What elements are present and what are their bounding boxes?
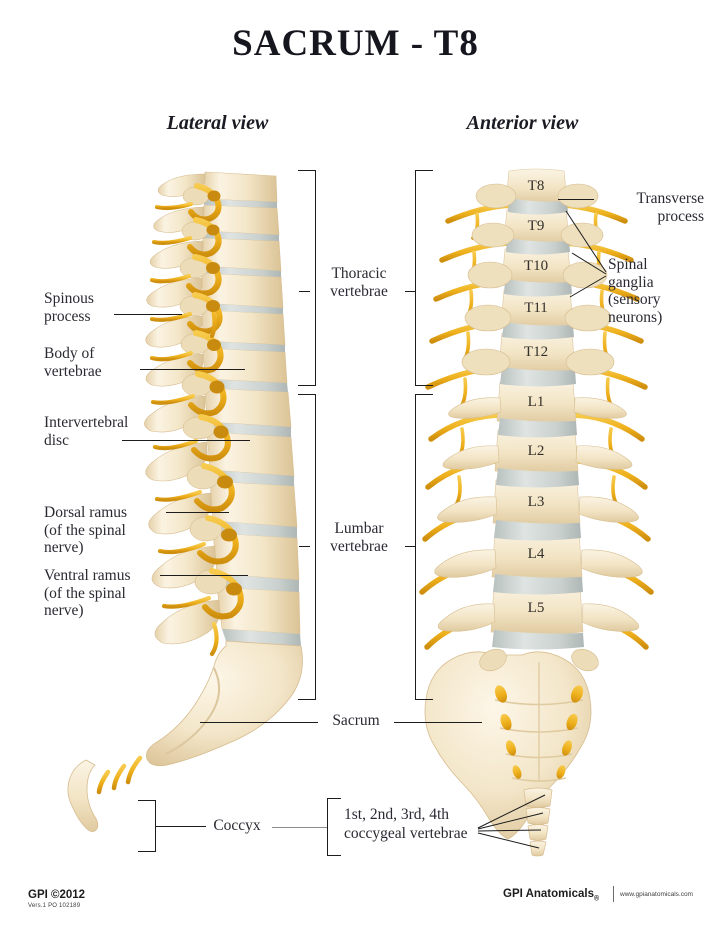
lateral-spinal-nerves: [186, 183, 244, 620]
leader-sacrum-left: [200, 722, 318, 723]
vertebra-label-T10: T10: [523, 258, 549, 274]
label-coccyx: Coccyx: [213, 817, 261, 834]
label-sacrum: Sacrum: [332, 712, 380, 729]
label-body-of-vertebrae: Body of vertebrae: [44, 345, 102, 380]
anterior-discs: [492, 198, 584, 650]
vertebra-label-L4: L4: [527, 546, 545, 562]
leader-body-of-vertebrae: [140, 369, 245, 370]
label-intervertebral-disc: Intervertebral disc: [44, 414, 129, 449]
leader-transverse-process: [558, 199, 594, 200]
label-thoracic-vertebrae: Thoracic vertebrae: [330, 265, 388, 300]
footer-url[interactable]: www.gpianatomicals.com: [620, 891, 693, 898]
vertebra-label-T9: T9: [527, 218, 545, 234]
label-dorsal-ramus: Dorsal ramus (of the spinal nerve): [44, 504, 128, 556]
leader-dorsal-ramus: [166, 512, 229, 513]
label-coccygeal-vertebrae: 1st, 2nd, 3rd, 4th coccygeal vertebrae: [344, 806, 468, 842]
leader-sacrum-right: [394, 722, 482, 723]
bracket-lumbar-anterior: [415, 394, 433, 700]
view-label-anterior: Anterior view: [466, 112, 579, 134]
leader-spinous-process: [114, 314, 182, 315]
anterior-lumbar-bodies: [490, 379, 584, 635]
vertebra-label-T11: T11: [524, 300, 548, 316]
vertebra-label-L2: L2: [527, 443, 545, 459]
label-lumbar-vertebrae: Lumbar vertebrae: [330, 520, 388, 555]
vertebra-label-L3: L3: [527, 494, 545, 510]
leader-thoracic-anterior: [405, 291, 416, 292]
vertebra-label-L5: L5: [527, 600, 545, 616]
page-title: SACRUM - T8: [232, 23, 479, 64]
label-transverse-process: Transverse process: [636, 190, 704, 225]
vertebra-label-T12: T12: [523, 344, 549, 360]
bracket-thoracic-anterior: [415, 170, 433, 386]
registered-trademark-icon: ®: [593, 895, 600, 903]
label-spinous-process: Spinous process: [44, 290, 94, 325]
bracket-lumbar-lateral: [298, 394, 316, 700]
leader-intervertebral-disc: [122, 440, 250, 441]
anterior-sacral-ala: [479, 648, 599, 672]
footer-copyright: GPI ©2012: [28, 889, 86, 901]
anterior-spine-art: [419, 168, 654, 857]
leader-coccyx-bracket: [156, 826, 206, 827]
lateral-sacrum-shading: [165, 667, 221, 755]
label-ventral-ramus: Ventral ramus (of the spinal nerve): [44, 567, 131, 619]
bracket-thoracic-lateral: [298, 170, 316, 386]
footer-divider: [613, 886, 614, 902]
footer-brand: GPI Anatomicals®: [503, 888, 599, 902]
leader-coccyx-to-detail: [272, 827, 327, 828]
footer-version: Vers.1 PO 102189: [28, 903, 81, 909]
leader-lumbar-anterior: [405, 546, 416, 547]
lateral-nerve-branches: [149, 201, 219, 657]
anterior-thoracic-bodies: [498, 168, 576, 373]
footer-brand-text: GPI Anatomicals: [503, 888, 594, 900]
anterior-coccyx: [523, 787, 553, 857]
lateral-sacrum: [146, 640, 303, 767]
leader-ventral-ramus: [160, 575, 248, 576]
view-label-lateral: Lateral view: [166, 112, 269, 134]
lateral-coccyx: [67, 759, 99, 832]
lateral-sacral-nerves: [96, 755, 143, 795]
anterior-sacral-nerves: [494, 685, 584, 779]
lateral-spinal-ganglia: [206, 190, 242, 596]
lateral-spine-art: [67, 171, 303, 832]
leader-lumbar-lateral: [299, 546, 310, 547]
leader-thoracic-lateral: [299, 291, 310, 292]
bracket-coccygeal-detail: [327, 798, 341, 856]
bracket-coccyx-lateral: [138, 800, 156, 852]
vertebra-label-T8: T8: [527, 178, 545, 194]
anterior-lumbar-transverse-processes: [434, 397, 643, 632]
vertebra-label-L1: L1: [527, 394, 545, 410]
label-spinal-ganglia: Spinal ganglia (sensory neurons): [608, 256, 663, 326]
